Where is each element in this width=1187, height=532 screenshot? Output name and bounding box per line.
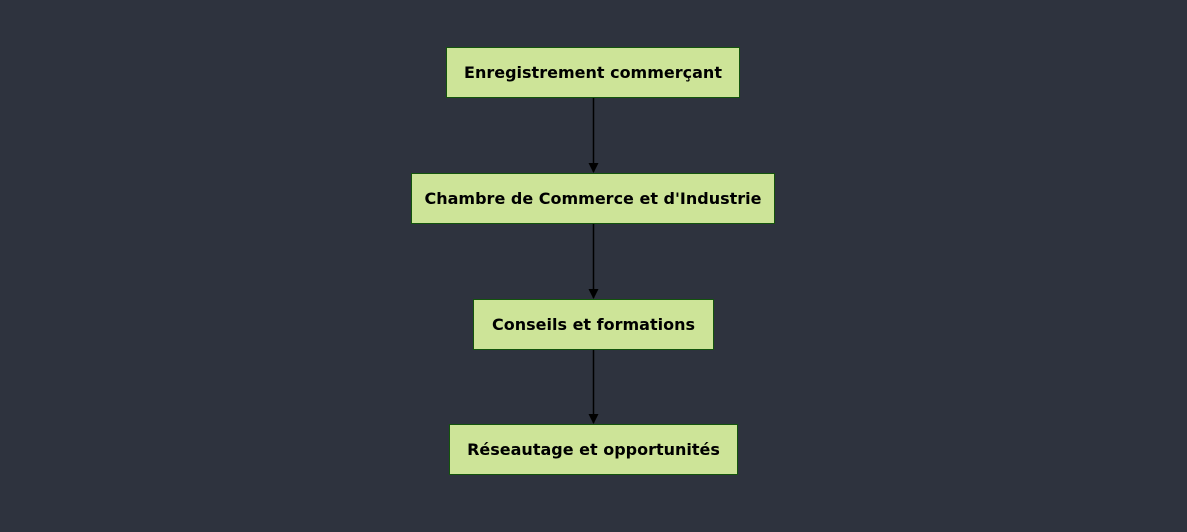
node-label: Chambre de Commerce et d'Industrie <box>424 189 762 208</box>
node-reseautage-et-opportunites: Réseautage et opportunités <box>449 424 738 475</box>
node-label: Conseils et formations <box>492 315 695 334</box>
node-label: Enregistrement commerçant <box>464 63 722 82</box>
node-conseils-et-formations: Conseils et formations <box>473 299 714 350</box>
node-enregistrement-commercant: Enregistrement commerçant <box>446 47 740 98</box>
node-label: Réseautage et opportunités <box>467 440 720 459</box>
node-chambre-de-commerce: Chambre de Commerce et d'Industrie <box>411 173 775 224</box>
